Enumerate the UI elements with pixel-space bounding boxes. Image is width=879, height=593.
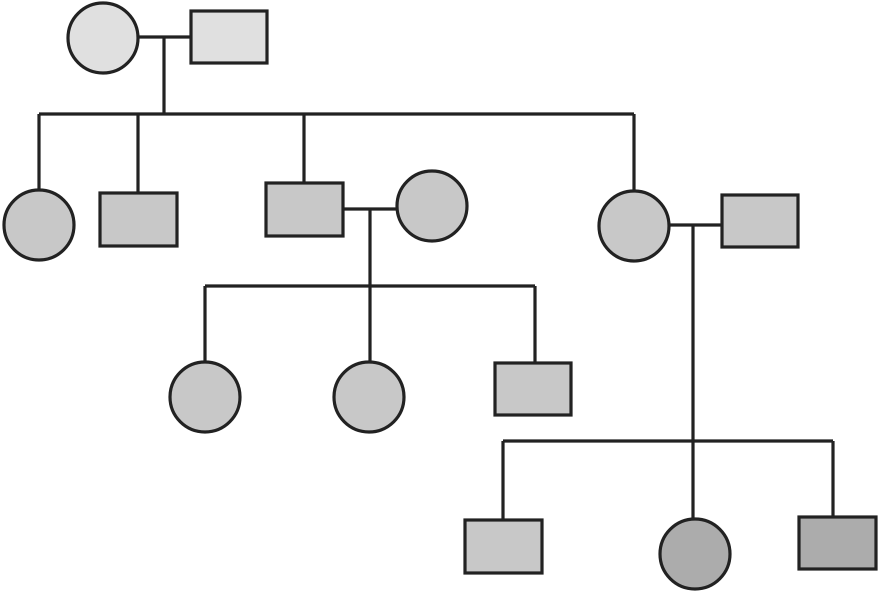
g3a-female-1-node [168, 360, 242, 434]
g1-female-node [66, 1, 140, 75]
g2-male-2-node [264, 181, 345, 238]
g2-male-1-node [98, 191, 179, 248]
g1-male-node [189, 9, 269, 65]
g2-spouse-female-node [395, 169, 469, 243]
g2-female-2-node [597, 189, 671, 263]
g2-spouse-male-node [720, 193, 800, 249]
g3a-female-2-node [332, 360, 406, 434]
g3b-female-1-node [658, 517, 732, 591]
g3b-male-2-node [797, 515, 878, 571]
g3a-male-1-node [493, 361, 573, 417]
g3b-male-1-node [463, 518, 544, 575]
g2-female-1-node [2, 188, 76, 262]
